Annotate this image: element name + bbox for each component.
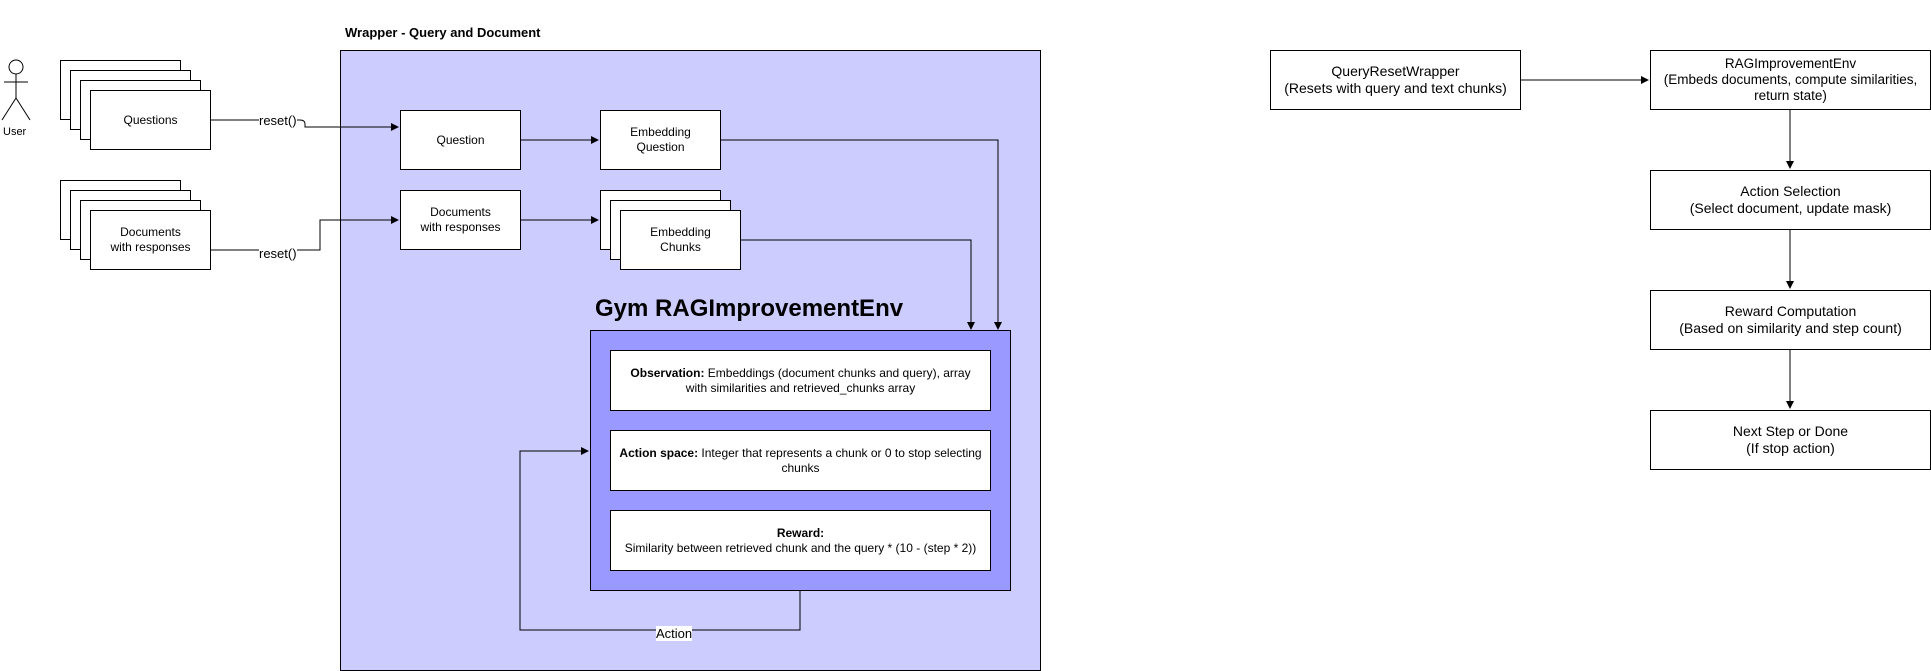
rag-env-desc: (Embeds documents, compute similarities,… (1663, 72, 1918, 103)
action-space-text: Action space: Integer that represents a … (619, 446, 982, 476)
user-actor-icon (1, 59, 31, 121)
reward-heading: Reward: (776, 525, 825, 540)
questions-box[interactable]: Questions (90, 90, 211, 150)
next-step-desc: (If stop action) (1746, 440, 1835, 456)
reward-computation-box[interactable]: Reward Computation (Based on similarity … (1650, 290, 1931, 350)
user-label: User (3, 126, 27, 138)
edge-embedding-question-gym (721, 139, 1002, 330)
observation-heading: Observation: (630, 365, 705, 380)
rag-env-box[interactable]: RAGImprovementEnv (Embeds documents, com… (1650, 50, 1931, 110)
question-box[interactable]: Question (400, 110, 521, 170)
reward-description: Similarity between retrieved chunk and t… (624, 540, 977, 555)
reward-computation-title: Reward Computation (1724, 303, 1857, 319)
gym-title: Gym RAGImprovementEnv (595, 295, 904, 322)
edge-action-loop (519, 447, 801, 631)
reward-box[interactable]: Reward: Similarity between retrieved chu… (610, 510, 991, 571)
query-reset-wrapper-title: QueryResetWrapper (1331, 63, 1460, 79)
next-step-box[interactable]: Next Step or Done (If stop action) (1650, 410, 1931, 470)
action-space-description: Integer that represents a chunk or 0 to … (698, 445, 982, 475)
observation-box[interactable]: Observation: Embeddings (document chunks… (610, 350, 991, 411)
documents-box[interactable]: Documents with responses (400, 190, 521, 250)
reward-computation-desc: (Based on similarity and step count) (1679, 320, 1902, 336)
action-space-heading: Action space: (619, 445, 699, 460)
embedding-chunks-box[interactable]: Embedding Chunks (620, 210, 741, 270)
action-selection-desc: (Select document, update mask) (1689, 200, 1892, 216)
query-reset-wrapper-box[interactable]: QueryResetWrapper (Resets with query and… (1270, 50, 1521, 110)
query-reset-wrapper-desc: (Resets with query and text chunks) (1284, 80, 1507, 96)
edge-embedding-chunks-gym (741, 239, 975, 330)
edge-documents-documents (211, 216, 399, 251)
action-selection-box[interactable]: Action Selection (Select document, updat… (1650, 170, 1931, 230)
action-selection-title: Action Selection (1740, 183, 1841, 199)
observation-description: Embeddings (document chunks and query), … (685, 365, 971, 395)
observation-text: Observation: Embeddings (document chunks… (619, 366, 982, 396)
next-step-title: Next Step or Done (1732, 423, 1849, 439)
embedding-question-box[interactable]: Embedding Question (600, 110, 721, 170)
action-space-box[interactable]: Action space: Integer that represents a … (610, 430, 991, 491)
edge-questions-question (211, 119, 399, 131)
reset-label-2: reset() (259, 246, 297, 261)
wrapper-title: Wrapper - Query and Document (345, 25, 541, 40)
rag-env-title: RAGImprovementEnv (1724, 56, 1857, 71)
documents-input-box[interactable]: Documents with responses (90, 210, 211, 270)
action-label: Action (656, 626, 693, 641)
reset-label-1: reset() (259, 113, 297, 128)
